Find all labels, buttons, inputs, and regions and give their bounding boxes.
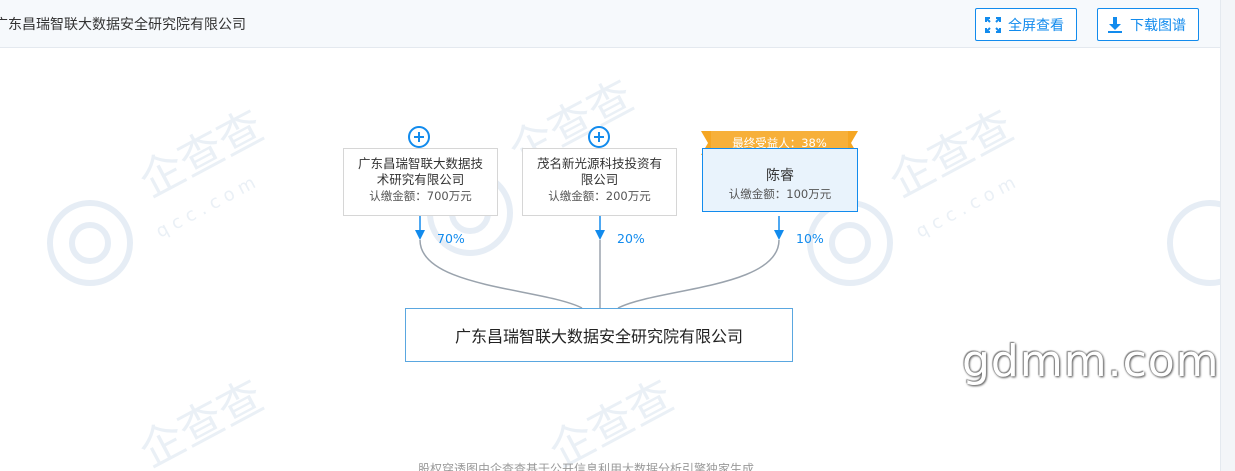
expand-arrows-icon bbox=[984, 16, 1002, 34]
download-button[interactable]: 下载图谱 bbox=[1097, 8, 1199, 41]
page-title: 广东昌瑞智联大数据安全研究院有限公司 bbox=[0, 17, 246, 33]
site-watermark: gdmm.com bbox=[962, 336, 1220, 387]
connector-lines bbox=[415, 216, 784, 309]
shareholder-amount: 认缴金额：200万元 bbox=[548, 189, 651, 203]
percent-label-3: 10% bbox=[796, 231, 824, 246]
scrollbar-track[interactable] bbox=[1220, 0, 1235, 471]
fullscreen-button[interactable]: 全屏查看 bbox=[975, 8, 1077, 41]
shareholder-node-2[interactable]: 茂名新光源科技投资有 限公司 认缴金额：200万元 bbox=[522, 148, 677, 216]
target-company-name: 广东昌瑞智联大数据安全研究院有限公司 bbox=[454, 327, 743, 346]
percent-label-1: 70% bbox=[437, 231, 465, 246]
shareholder-name-line: 茂名新光源科技投资有 bbox=[536, 156, 662, 171]
arrow-head-icon bbox=[595, 230, 605, 240]
percent-label-2: 20% bbox=[617, 231, 645, 246]
expand-shareholder-2-icon[interactable] bbox=[588, 126, 610, 148]
header-bar: 广东昌瑞智联大数据安全研究院有限公司 全屏查看 bbox=[0, 0, 1220, 48]
fullscreen-label: 全屏查看 bbox=[1008, 17, 1064, 34]
shareholder-amount: 认缴金额：100万元 bbox=[728, 187, 832, 201]
footer-note: 股权穿透图由企查查基于公开信息利用大数据分析引擎独家生成 bbox=[418, 462, 755, 471]
connector-line bbox=[419, 239, 583, 309]
shareholder-name-line: 广东昌瑞智联大数据技 bbox=[357, 156, 483, 171]
shareholder-name-line: 术研究有限公司 bbox=[376, 172, 465, 187]
connector-line bbox=[617, 239, 780, 309]
shareholder-node-3[interactable]: 陈睿 认缴金额：100万元 bbox=[702, 148, 858, 212]
shareholder-name-line: 限公司 bbox=[580, 172, 619, 187]
shareholder-node-1[interactable]: 广东昌瑞智联大数据技 术研究有限公司 认缴金额：700万元 bbox=[343, 148, 498, 216]
download-label: 下载图谱 bbox=[1130, 17, 1186, 34]
shareholder-name: 广东昌瑞智联大数据技 术研究有限公司 bbox=[344, 156, 497, 188]
beneficiary-badge-label: 最终受益人：38% bbox=[732, 136, 827, 150]
download-icon bbox=[1106, 16, 1124, 34]
arrow-head-icon bbox=[774, 230, 784, 240]
shareholder-amount: 认缴金额：700万元 bbox=[369, 189, 472, 203]
expand-shareholder-1-icon[interactable] bbox=[408, 126, 430, 148]
shareholder-name: 陈睿 bbox=[766, 168, 794, 184]
target-company-node[interactable]: 广东昌瑞智联大数据安全研究院有限公司 bbox=[405, 308, 793, 362]
arrow-head-icon bbox=[415, 230, 425, 240]
equity-chart-canvas: 企查查 企查查 企查查 企查查 企查查 q c c . c o m q c c … bbox=[0, 48, 1220, 471]
shareholder-name: 茂名新光源科技投资有 限公司 bbox=[523, 156, 676, 188]
